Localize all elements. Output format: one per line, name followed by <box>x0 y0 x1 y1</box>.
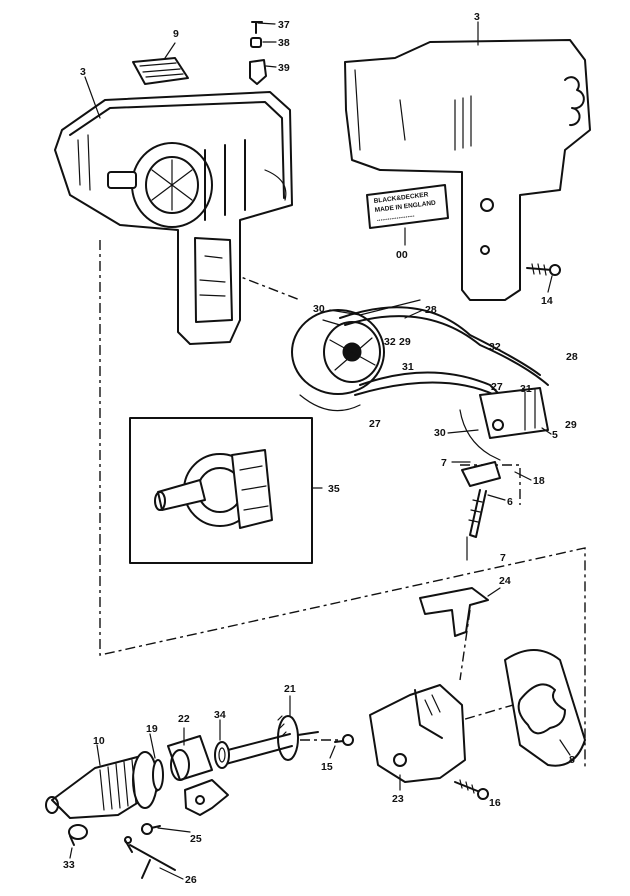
parts-25-26-33 <box>68 779 229 879</box>
label-32-left: 32 <box>384 336 396 348</box>
part-21-spindle <box>219 695 319 766</box>
label-7-top: 7 <box>441 457 447 469</box>
label-9: 9 <box>173 28 179 40</box>
part-14-screw <box>526 263 561 293</box>
label-16: 16 <box>489 797 501 809</box>
label-31-right: 31 <box>520 383 532 395</box>
label-3-left: 3 <box>80 66 86 78</box>
part-8-plate <box>504 649 586 767</box>
label-33: 33 <box>63 859 75 871</box>
label-38: 38 <box>278 37 290 49</box>
label-26: 26 <box>185 874 197 886</box>
label-30-bottom: 30 <box>434 427 446 439</box>
label-3-right: 3 <box>474 11 480 23</box>
label-8: 8 <box>569 754 575 766</box>
label-24: 24 <box>499 575 511 587</box>
label-25: 25 <box>190 833 202 845</box>
part-9-cover <box>132 42 189 85</box>
label-29-right: 29 <box>565 419 577 431</box>
label-7-bottom: 7 <box>500 552 506 564</box>
parts-22-34 <box>167 719 230 781</box>
label-00: 00 <box>396 249 408 261</box>
label-22: 22 <box>178 713 190 725</box>
part-00-nameplate: BLACK&DECKER MADE IN ENGLAND ...........… <box>366 184 449 246</box>
parts-37-38-39 <box>249 21 277 85</box>
label-29-left: 29 <box>399 336 411 348</box>
label-28-top: 28 <box>425 304 437 316</box>
label-31-left: 31 <box>402 361 414 373</box>
nameplate-line3: ..................... <box>376 211 415 223</box>
label-19: 19 <box>146 723 158 735</box>
label-14: 14 <box>541 295 553 307</box>
label-leader-lines <box>157 309 552 880</box>
field-switch-wiring-assembly <box>291 299 549 561</box>
left-housing-assembly <box>54 76 293 345</box>
label-30-top: 30 <box>313 303 325 315</box>
label-35: 35 <box>328 483 340 495</box>
right-housing-half <box>344 21 591 301</box>
label-23: 23 <box>392 793 404 805</box>
label-28-right: 28 <box>566 351 578 363</box>
label-39: 39 <box>278 62 290 74</box>
label-18: 18 <box>533 475 545 487</box>
label-5: 5 <box>552 429 558 441</box>
parts-15-16-screws <box>329 734 489 800</box>
label-34: 34 <box>214 709 226 721</box>
label-15: 15 <box>321 761 333 773</box>
label-27-bottom: 27 <box>369 418 381 430</box>
part-24-bracket <box>419 587 501 637</box>
part-23-gear-housing <box>369 684 466 791</box>
part-35-inset <box>129 417 323 564</box>
parts-10-19-chuck <box>45 733 164 819</box>
part-labels: 9 37 38 39 3 3 00 14 30 28 32 29 31 32 2… <box>63 11 578 886</box>
label-32-right: 32 <box>489 341 501 353</box>
label-10: 10 <box>93 735 105 747</box>
label-6: 6 <box>507 496 513 508</box>
label-21: 21 <box>284 683 296 695</box>
label-27-right: 27 <box>491 381 503 393</box>
label-37: 37 <box>278 19 290 31</box>
